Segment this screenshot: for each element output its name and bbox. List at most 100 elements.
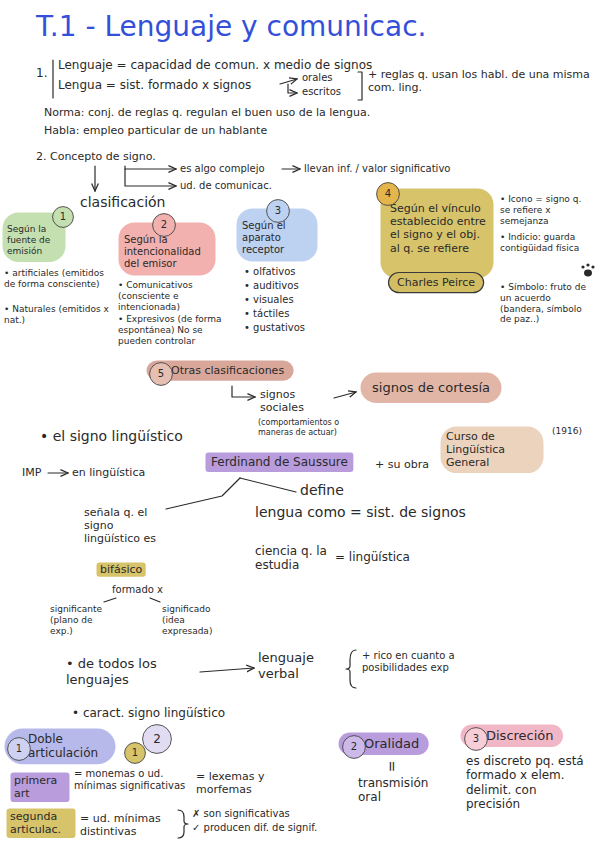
circle-shape <box>343 736 366 759</box>
note-text: 2. Concepto de signo. <box>36 150 156 163</box>
arrow <box>94 166 95 191</box>
node-text: bifásico <box>100 563 142 576</box>
node-text: Según la fuente de emisión <box>7 224 61 256</box>
circle-shape <box>53 207 74 228</box>
node-text: Según el vínculo establecido entre el si… <box>390 202 486 255</box>
note-text: • Naturales (emitidos x nat.) <box>4 304 112 326</box>
note-text: formado x <box>112 584 163 596</box>
number-circle: 3 <box>266 199 290 223</box>
circle-shape <box>267 200 290 223</box>
note-text: • olfativos <box>244 266 296 278</box>
arrow <box>334 392 356 398</box>
paw-print-icon <box>581 263 594 276</box>
note-text: • el signo lingüístico <box>40 428 183 445</box>
number-circle: 3 <box>464 727 488 751</box>
note-text: lengua como = sist. de signos <box>255 504 470 521</box>
note-text: • Símbolo: fruto de un acuerdo (bandera,… <box>500 282 593 325</box>
brace <box>178 810 188 838</box>
note-text: es discreto pq. está formado x elem. del… <box>466 754 588 812</box>
note-text: Lenguaje = capacidad de comun. x medio d… <box>58 58 372 72</box>
circle-shape <box>153 214 176 237</box>
page-title: T.1 - Lenguaje y comunicac. <box>36 10 426 44</box>
branch-line <box>150 598 160 602</box>
node-text: Doble articulación <box>28 732 108 761</box>
hl-shape <box>206 453 354 472</box>
note-text: transmisión oral <box>358 776 448 805</box>
arrow <box>280 79 297 84</box>
pill-shape <box>389 272 484 292</box>
circle-shape <box>377 183 400 206</box>
hl-shape <box>97 563 146 577</box>
arrow <box>200 668 254 672</box>
topic-pill: Discreción3 <box>460 724 564 748</box>
note-text: es algo complejo <box>180 163 265 175</box>
note-text: (comportamientos o maneras de actuar) <box>258 418 353 437</box>
note-text: señala q. el signo lingüístico es <box>84 506 160 546</box>
note-text: • gustativos <box>244 322 305 334</box>
note-text: Habla: empleo particular de un hablante <box>44 124 267 137</box>
node-text: signos de cortesía <box>372 380 490 396</box>
circle-shape <box>150 363 173 386</box>
pill-shape <box>5 729 116 765</box>
note-text: Norma: conj. de reglas q. regulan el bue… <box>44 106 370 119</box>
circle-shape <box>143 725 172 754</box>
note-text: • artificiales (emitidos de forma consci… <box>4 268 112 290</box>
paw-toe <box>591 265 594 268</box>
node-text: segunda articulac. <box>10 810 72 836</box>
highlight: Ferdinand de Saussure <box>205 452 354 472</box>
circle-shape <box>125 743 146 764</box>
number-circle: 4 <box>376 182 400 206</box>
highlight: Curso de Lingüística General <box>440 426 544 474</box>
note-text: • Icono = signo q. se refiere x semejanz… <box>500 194 593 226</box>
arrow <box>282 168 300 169</box>
callout-number: 1 <box>124 742 146 764</box>
note-text: • auditivos <box>244 280 299 292</box>
note-text: ✗ son significativas <box>192 808 290 820</box>
note-text: + reglas q. usan los habl. de una misma … <box>368 68 590 94</box>
node-text: Según la intencionalidad del emisor <box>124 234 210 270</box>
callout-number: 2 <box>142 724 172 754</box>
topic-pill: Doble articulación1 <box>4 728 116 765</box>
bracket <box>358 72 362 100</box>
bracket-line <box>52 60 53 98</box>
callout-number: 5 <box>149 362 173 386</box>
note-text: clasificación <box>80 194 165 211</box>
node-text: Curso de Lingüística General <box>446 430 538 470</box>
paw-toe <box>581 265 584 268</box>
note-text: define <box>300 482 344 499</box>
blob-shape <box>441 427 544 474</box>
note-text: • Expresivos (de forma espontánea) No se… <box>118 314 236 346</box>
category-blob: Según el aparato receptor3 <box>236 208 318 262</box>
note-text: • Comunicativos (consciente e intenciona… <box>118 280 236 312</box>
note-text: significante (plano de exp.) <box>50 604 118 636</box>
note-text: (1916) <box>552 426 582 437</box>
highlight: segunda articulac. <box>6 808 76 838</box>
callout-number: 2 <box>342 735 366 759</box>
number-circle: 2 <box>142 724 172 754</box>
note-text: = lingüística <box>335 550 410 564</box>
note-text: Lengua = sist. formado x signos <box>58 78 251 92</box>
note-text: significado (idea expresada) <box>162 604 234 636</box>
category-blob: Según la intencionalidad del emisor2 <box>118 222 216 276</box>
hl-shape <box>11 773 70 802</box>
note-text: • de todos los lenguajes <box>66 656 194 687</box>
note-text: + rico en cuanto a posibilidades exp <box>362 650 477 674</box>
blob-shape <box>381 189 494 279</box>
paw-pad <box>584 270 592 277</box>
callout-number: 1 <box>52 206 74 228</box>
circle-shape <box>465 728 488 751</box>
number-circle: 5 <box>149 362 173 386</box>
note-text: ciencia q. la estudia <box>255 544 329 573</box>
number-circle: 2 <box>152 213 176 237</box>
arrow <box>48 472 68 473</box>
note-text: = <box>383 761 400 773</box>
branch-line <box>104 598 116 602</box>
blob-shape <box>361 373 502 404</box>
node-text: primera art <box>14 774 66 800</box>
node-text: Oralidad <box>364 736 419 752</box>
note-text: = lexemas y morfemas <box>196 770 306 796</box>
callout-number: 2 <box>152 213 176 237</box>
note-text: 1. <box>36 66 47 80</box>
note-text: ud. de comunicac. <box>180 180 272 192</box>
